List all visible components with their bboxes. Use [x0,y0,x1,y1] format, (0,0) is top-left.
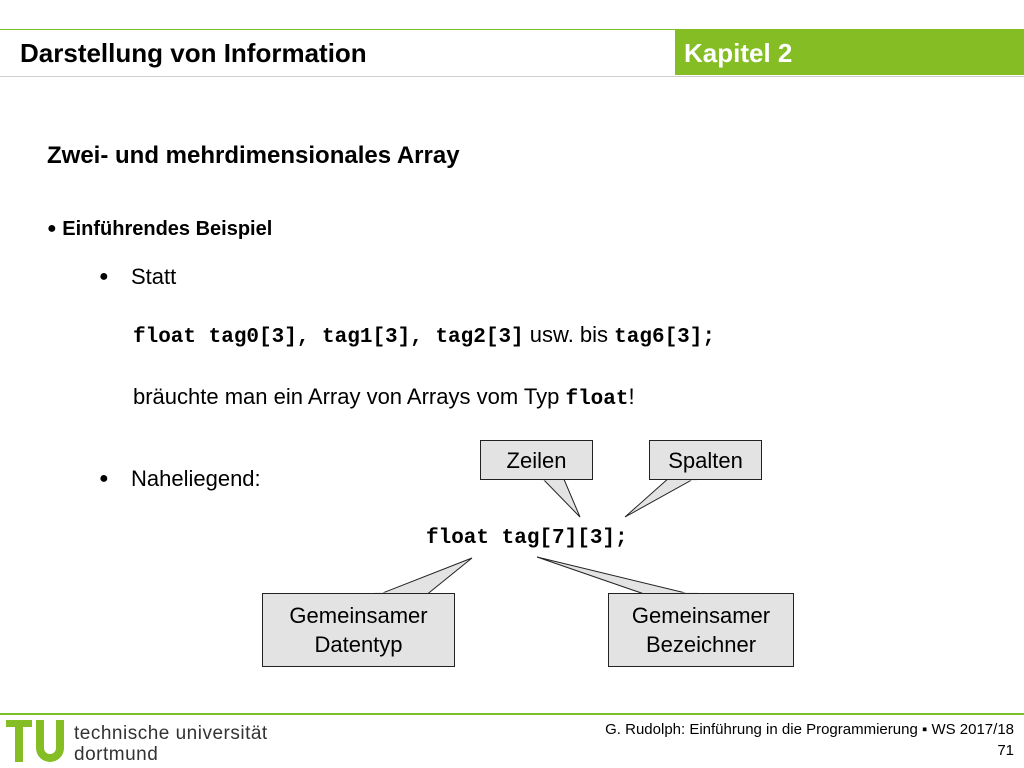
main-code: float tag[7][3]; [426,527,628,550]
callout-spalten-label: Spalten [668,447,743,473]
chapter-box [675,29,1024,75]
header-divider [0,76,1024,77]
callout-zeilen: Zeilen [480,440,593,480]
logo-line2: dortmund [74,744,159,765]
slide-title: Zwei- und mehrdimensionales Array [47,142,460,169]
bullet-naheliegend-label: Naheliegend: [131,466,261,491]
callout-tail-spalten [624,476,699,518]
callout-tail-zeilen [539,476,581,518]
line-braeuchte-end: ! [628,384,635,409]
chapter-label: Kapitel 2 [684,38,793,68]
tu-logo-text: technische universität dortmund [74,723,268,765]
callout-datentyp-line2: Datentyp [314,632,403,657]
tu-logo-icon [6,720,64,762]
code-tag6: tag6[3]; [614,326,715,349]
bullet-marker: ● [99,268,109,285]
callout-bezeichner-line2: Bezeichner [645,632,757,657]
bullet-einfuehrendes-beispiel: ● Einführendes Beispiel [47,218,272,241]
line-braeuchte: bräuchte man ein Array von Arrays vom Ty… [133,384,635,411]
bullet-naheliegend: ● Naheliegend: [99,466,261,492]
code-tag-declarations: float tag0[3], tag1[3], tag2[3] [133,326,524,349]
header-accent-line [0,29,1024,30]
callout-tail-datentyp [374,557,473,597]
code-usw-bis: usw. bis [523,322,615,347]
code-line-statt: float tag0[3], tag1[3], tag2[3] usw. bis… [133,322,715,349]
footer-credit: G. Rudolph: Einführung in die Programmie… [605,721,1014,738]
bullet-marker: ● [47,220,57,237]
page-number: 71 [997,742,1014,759]
logo-line1: technische universität [74,723,268,744]
callout-zeilen-label: Zeilen [506,447,567,473]
bullet-statt-label: Statt [131,264,177,289]
callout-bezeichner: Gemeinsamer Bezeichner [608,593,794,667]
callout-datentyp-line1: Gemeinsamer [289,603,428,628]
footer-accent-line [0,713,1024,715]
callout-datentyp: Gemeinsamer Datentyp [262,593,455,667]
line-braeuchte-code: float [565,388,629,411]
callout-tail-bezeichner [536,556,699,597]
bullet-label: Einführendes Beispiel [62,218,273,240]
header-title: Darstellung von Information [20,38,367,68]
bullet-statt: ● Statt [99,264,176,290]
bullet-marker: ● [99,470,109,487]
line-braeuchte-text: bräuchte man ein Array von Arrays vom Ty… [133,384,566,409]
callout-spalten: Spalten [649,440,762,480]
callout-bezeichner-line1: Gemeinsamer [631,603,771,628]
